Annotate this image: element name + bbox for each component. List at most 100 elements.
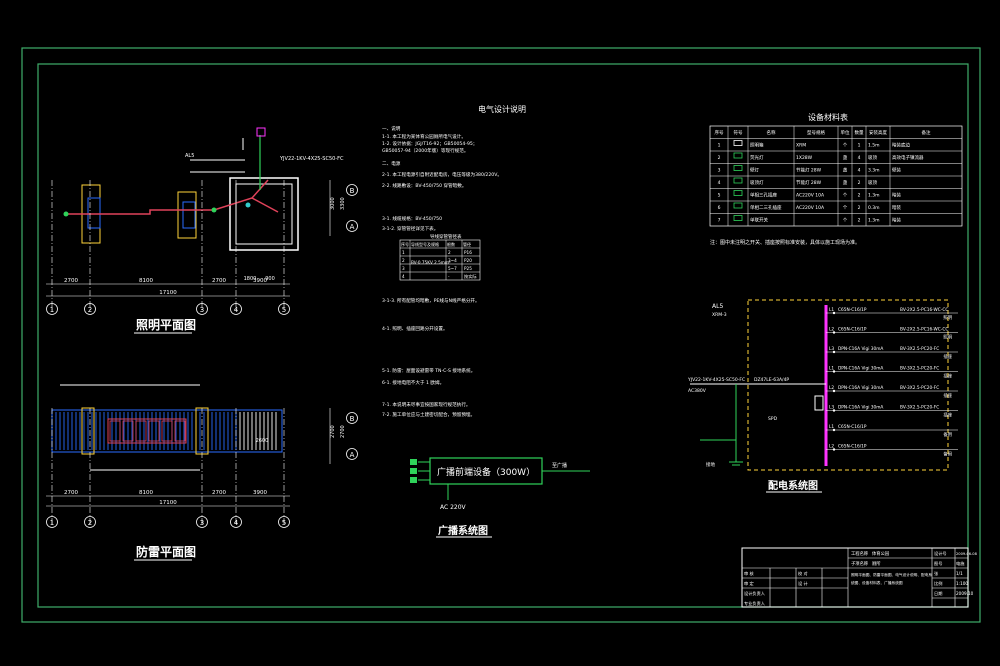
cd-player-icon (410, 468, 417, 474)
date-value: 2009.10 (956, 591, 974, 596)
circuit-id: L1 (829, 366, 834, 372)
materials-header: 序号 (715, 129, 724, 136)
circuit-cable: BV-3X2.5-PC20-FC (900, 405, 939, 411)
circuit-id: L2 (829, 327, 834, 333)
distribution-box-icon (256, 127, 266, 137)
note-line: 4-1. 照明、插座回路分开设置。 (382, 325, 448, 332)
circuit-use: 照明 (943, 315, 952, 321)
role-label: 审 核 (744, 570, 755, 577)
materials-header: 数量 (855, 129, 864, 136)
materials-cell-height: 1.3m (868, 193, 880, 199)
circuit-use: 备用 (943, 451, 952, 458)
broadcast-system: 广播前端设备（300W） 至广播 AC 220V 广播系统图 (410, 457, 590, 538)
materials-cell-note: 暗装 (892, 217, 901, 224)
role-label: 审 定 (744, 580, 754, 587)
circuit-use: 插座 (943, 392, 952, 399)
lighting-circuit-wire (66, 179, 269, 215)
broadcast-output-label: 至广播 (552, 462, 567, 469)
materials-cell-height: 3.3m (868, 168, 880, 174)
materials-cell-height: 1.3m (868, 218, 880, 224)
design-notes-title: 电气设计说明 (478, 104, 526, 114)
roof-cell (148, 420, 160, 442)
note-line: GB50057-94（2000年版）等现行规范。 (382, 147, 468, 154)
spd-label: SPD (768, 416, 778, 422)
materials-cell-no: 6 (718, 205, 721, 211)
roof-cell (174, 420, 186, 442)
axis-label: 2 (88, 306, 92, 314)
pipe-table-cell: P20 (464, 258, 472, 263)
main-breaker-label: DZ47LE-63A/4P (754, 377, 789, 383)
axis-label-side: A (350, 451, 355, 459)
dimension-total: 17100 (159, 290, 177, 296)
pipe-table-cell: 5~7 (448, 266, 457, 271)
materials-cell-spec: AC220V 10A (796, 193, 825, 199)
axis-label: 5 (282, 306, 286, 314)
materials-cell-qty: 2 (858, 193, 861, 199)
sheet-value: 1/1 (956, 571, 963, 576)
circuit-breaker: DPN-C16A Vigi 30mA (838, 366, 883, 372)
materials-cell-qty: 2 (858, 180, 861, 186)
incoming-cable: YJV22-1KV-4X25-SC50-FC (687, 377, 745, 383)
dimension-value: 8100 (139, 490, 153, 496)
title-block-frame (741, 547, 969, 608)
axis-bubble-icon (346, 184, 358, 196)
design-notes-body: 一、说明1-1. 本工程为某体育公园厕所电气设计。1-2. 设计依据：JGJ/T… (382, 125, 502, 418)
pipe-table-cell: P16 (464, 250, 472, 255)
pipe-table-cell: 1 (402, 250, 405, 255)
materials-footnote: 注：图中未注明之开关、插座按照标准安装，具体以施工现场为准。 (710, 239, 860, 246)
dimension-total: 17100 (159, 500, 177, 506)
axis-label-side: B (350, 187, 355, 195)
note-line: 6-1. 接地电阻不大于 1 欧姆。 (382, 379, 444, 386)
axis-bubble-icon (278, 303, 290, 315)
materials-cell-note: 高效电子镇流器 (892, 154, 924, 161)
pipe-table-spec: BV-0.75KV 2.5mm² (411, 260, 451, 265)
materials-symbol-icon (733, 190, 743, 196)
materials-cell-no: 4 (718, 180, 721, 186)
role-label: 设计负责人 (744, 590, 766, 597)
materials-cell-unit: 个 (843, 205, 848, 211)
scale-value: 1:100 (956, 581, 968, 586)
circuit-breaker: DPN-C16A Vigi 30mA (838, 385, 883, 391)
materials-symbol-icon (733, 140, 743, 146)
materials-cell-qty: 1 (858, 143, 861, 149)
axis-label: 3 (200, 519, 204, 527)
roof-cell (161, 420, 173, 442)
design-no: 2009-06-08 (956, 552, 978, 556)
materials-header: 单位 (841, 129, 850, 136)
materials-header: 安装高度 (869, 129, 887, 136)
note-line: 一、说明 (382, 125, 401, 132)
materials-cell-unit: 盏 (843, 179, 848, 186)
pipe-table-cell: 3 (402, 266, 405, 271)
axis-bubble-icon (196, 303, 208, 315)
circuit-breaker: C65N-C16/1P (838, 327, 867, 333)
materials-cell-unit: 个 (843, 218, 848, 224)
axis-bubble-icon (230, 303, 242, 315)
circuit-cable: BV-2X2.5-PC16-WC-CC (900, 327, 948, 333)
materials-cell-qty: 4 (858, 168, 861, 174)
materials-header: 型号规格 (807, 129, 825, 136)
circuit-use: 备用 (943, 431, 952, 438)
lighting-branch-wire (251, 197, 279, 213)
dimension-value: 1800 (244, 276, 257, 282)
lighting-lamp-icon (245, 202, 251, 208)
role-label: 专业负责人 (744, 600, 766, 607)
materials-cell-name: 吸顶灯 (750, 179, 764, 186)
dimension-value: 2700 (64, 490, 78, 496)
circuit-breaker: DPN-C16A Vigi 30mA (838, 346, 883, 352)
microphone-icon (410, 459, 417, 465)
project-label: 工程名称 (851, 550, 869, 557)
materials-symbol-icon (733, 177, 743, 184)
lighting-plan-title: 照明平面图 (136, 317, 196, 332)
materials-header: 备注 (922, 129, 931, 136)
materials-cell-unit: 盏 (843, 154, 848, 161)
materials-cell-qty: 4 (858, 155, 861, 161)
materials-cell-name: 单相三孔插座 (750, 192, 777, 199)
incoming-voltage: AC380V (688, 388, 707, 394)
circuit-breaker: C65N-C16/1P (838, 444, 867, 450)
pipe-table-cell: 2 (448, 250, 451, 255)
circuit-breaker: C65N-C16/1P (838, 307, 867, 313)
axis-bubble-icon (346, 412, 358, 424)
circuit-breaker-icon (832, 448, 836, 451)
